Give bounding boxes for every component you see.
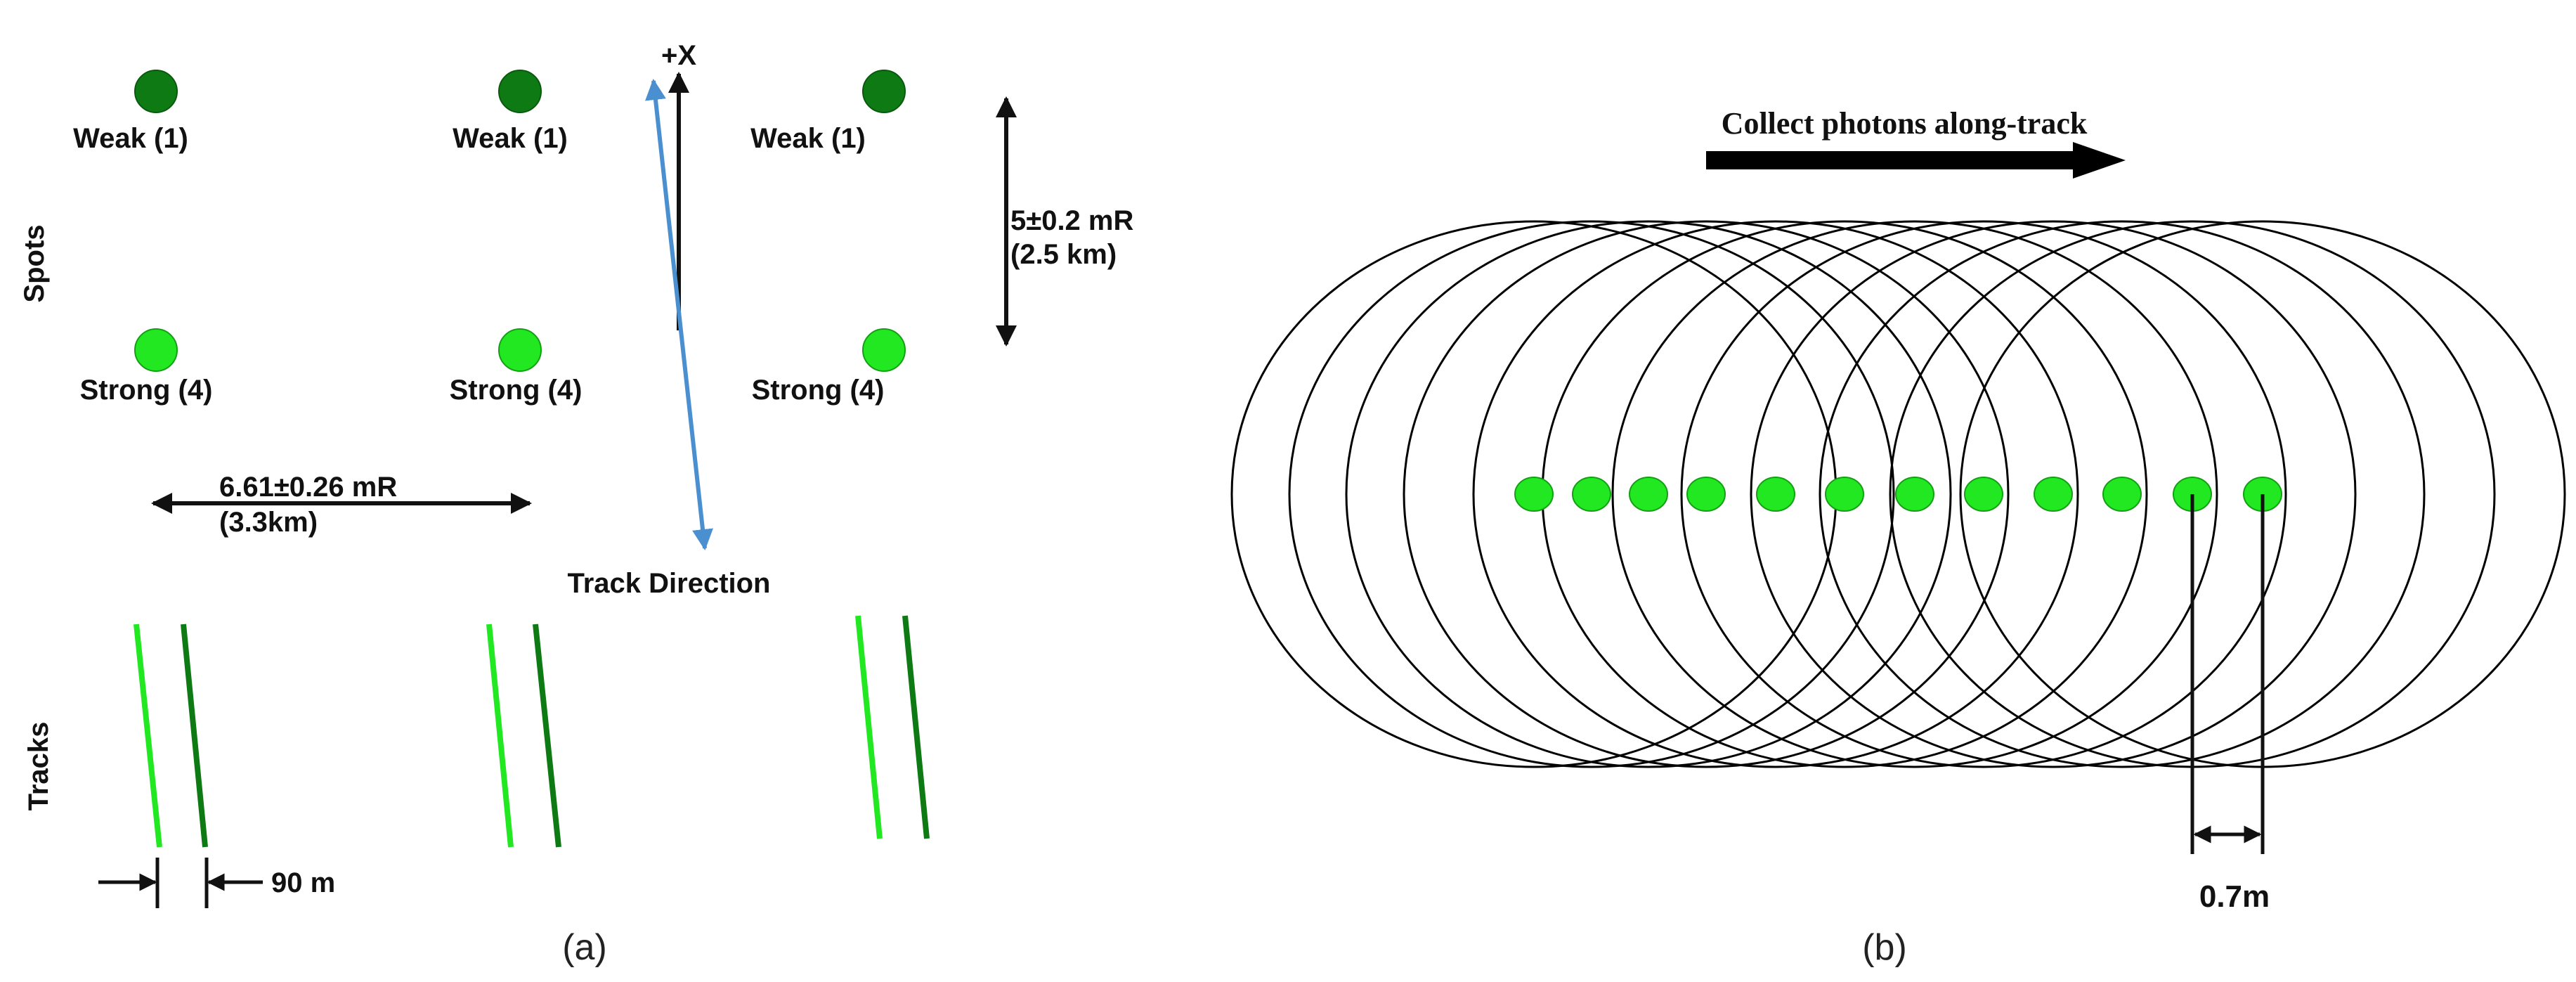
photon-dots bbox=[1514, 477, 2282, 512]
strong-track bbox=[855, 615, 883, 839]
weak-spot bbox=[862, 70, 906, 113]
weak-track bbox=[181, 624, 208, 848]
strong-spot bbox=[498, 328, 542, 372]
panel-a: Spots Tracks Weak (1) Weak (1) Weak (1) … bbox=[19, 40, 1133, 968]
strong-track bbox=[134, 624, 162, 848]
photon-dot bbox=[1572, 477, 1611, 512]
weak-spot-label: Weak (1) bbox=[453, 123, 568, 154]
spots-axis-label: Spots bbox=[19, 224, 50, 302]
weak-track bbox=[902, 615, 930, 839]
footprint-circle bbox=[1750, 220, 2357, 768]
panel-a-caption: (a) bbox=[562, 927, 607, 968]
photon-spacing-label: 0.7m bbox=[2199, 879, 2270, 914]
photon-dot bbox=[1825, 477, 1864, 512]
footprint-circle bbox=[1472, 220, 2079, 768]
footprint-circle bbox=[1819, 220, 2426, 768]
footprint-circles bbox=[1230, 220, 2566, 768]
strong-track bbox=[486, 624, 514, 848]
strong-spot-label: Strong (4) bbox=[80, 375, 213, 406]
photon-dot bbox=[1964, 477, 2003, 512]
photon-dot bbox=[2102, 477, 2142, 512]
photon-dot bbox=[1756, 477, 1795, 512]
photon-dot bbox=[1629, 477, 1668, 512]
weak-spot-label: Weak (1) bbox=[73, 123, 188, 154]
vertical-separation-distance: (2.5 km) bbox=[1010, 239, 1117, 270]
footprint-circle bbox=[1403, 220, 2010, 768]
horizontal-separation-distance: (3.3km) bbox=[219, 507, 318, 538]
weak-spot-label: Weak (1) bbox=[750, 123, 866, 154]
panel-b: Collect photons along-track 0.7m (b) bbox=[1230, 106, 2566, 968]
photon-dot bbox=[1514, 477, 1554, 512]
strong-spot bbox=[134, 328, 178, 372]
weak-spot bbox=[134, 70, 178, 113]
along-track-arrow-head bbox=[2073, 142, 2126, 179]
strong-spot-label: Strong (4) bbox=[450, 375, 583, 406]
panel-b-caption: (b) bbox=[1862, 927, 1907, 968]
photon-dot bbox=[2034, 477, 2073, 512]
footprint-circle bbox=[1611, 220, 2218, 768]
vertical-separation-value: 5±0.2 mR bbox=[1010, 205, 1133, 236]
x-axis-label: +X bbox=[661, 40, 696, 71]
weak-track bbox=[533, 624, 561, 848]
track-direction-arrow bbox=[645, 79, 713, 550]
photon-dot bbox=[1895, 477, 1934, 512]
track-direction-label: Track Direction bbox=[567, 568, 770, 599]
pair-spacing-label: 90 m bbox=[271, 867, 335, 898]
footprint-circle bbox=[1680, 220, 2287, 768]
horizontal-separation-value: 6.61±0.26 mR bbox=[219, 472, 397, 503]
strong-spot bbox=[862, 328, 906, 372]
strong-spot-label: Strong (4) bbox=[752, 375, 885, 406]
weak-spot bbox=[498, 70, 542, 113]
photon-dot bbox=[1686, 477, 1726, 512]
panel-b-title: Collect photons along-track bbox=[1722, 106, 2088, 141]
tracks-axis-label: Tracks bbox=[23, 722, 54, 811]
footprint-circle bbox=[1288, 220, 1895, 768]
footprint-circle bbox=[1345, 220, 1952, 768]
